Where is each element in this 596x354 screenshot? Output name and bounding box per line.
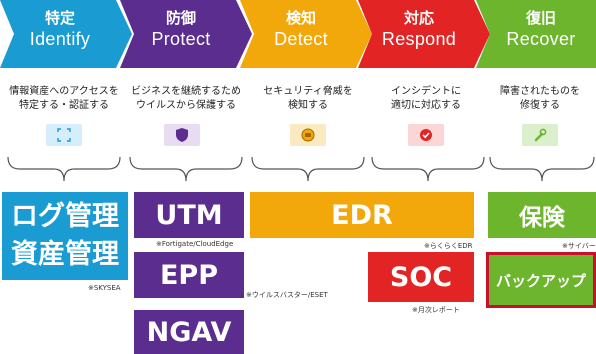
step-title-en: Identify [29, 29, 91, 49]
edr-box: EDR [250, 192, 474, 238]
chevron-shape [476, 0, 596, 68]
insurance-note: ※サイバー保険 [562, 242, 596, 250]
utm-note: ※Fortigate/CloudEdge [156, 240, 234, 248]
utm-label: UTM [155, 199, 223, 231]
step-title-jp: 復旧 [525, 9, 556, 27]
step-title-jp: 対応 [403, 9, 434, 27]
step-detect: 検知 Detect [240, 0, 372, 68]
backup-label: バックアップ [495, 271, 586, 290]
ngav-box: NGAV [134, 310, 244, 354]
chevron-shape [358, 0, 490, 68]
desc-respond: インシデントに 適切に対応する [391, 86, 461, 111]
epp-label: EPP [159, 259, 219, 291]
shield-icon [164, 124, 200, 146]
skysea-note: ※SKYSEA [88, 284, 121, 292]
log-management-label: ログ管理 [11, 201, 119, 232]
desc-protect: ビジネスを継続するため ウイルスから保護する [131, 86, 241, 111]
step-title-en: Detect [274, 29, 328, 49]
soc-label: SOC [389, 261, 453, 293]
utm-box: UTM [134, 192, 244, 238]
step-protect: 防御 Protect [120, 0, 252, 68]
alert-icon [290, 124, 326, 146]
backup-box: バックアップ [486, 252, 596, 308]
soc-box: SOC [368, 252, 474, 302]
ngav-label: NGAV [146, 316, 232, 348]
epp-note: ※ウイルスバスター/ESET [246, 291, 328, 299]
brace-respond [371, 156, 485, 182]
step-title-en: Respond [381, 29, 457, 49]
step-title-en: Protect [151, 29, 211, 49]
insurance-label: 保険 [519, 205, 565, 231]
scan-icon [46, 124, 82, 146]
brace-identify [7, 156, 121, 182]
step-title-jp: 特定 [44, 9, 75, 27]
edr-label: EDR [331, 199, 393, 231]
wrench-icon [522, 124, 558, 146]
check-icon [408, 124, 444, 146]
step-identify: 特定 Identify [0, 0, 132, 68]
step-title-en: Recover [506, 29, 576, 49]
step-title-jp: 防御 [165, 9, 196, 27]
insurance-box: 保険 [488, 192, 596, 238]
desc-detect: セキュリティ脅威を 検知する [263, 86, 353, 111]
step-respond: 対応 Respond [358, 0, 490, 68]
asset-management-label: 資産管理 [11, 239, 119, 270]
step-title-jp: 検知 [285, 9, 316, 27]
chevron-shape [0, 0, 132, 68]
edr-note: ※らくらくEDR [424, 242, 473, 250]
desc-identify: 情報資産へのアクセスを 特定する・認証する [9, 86, 119, 111]
epp-box: EPP [134, 252, 244, 298]
log-asset-management-box: ログ管理 資産管理 [2, 192, 128, 280]
soc-note: ※月次レポート [412, 306, 460, 314]
brace-detect [251, 156, 365, 182]
desc-recover: 障害されたものを 修復する [500, 86, 580, 111]
step-recover: 復旧 Recover [476, 0, 596, 68]
brace-protect [129, 156, 243, 182]
brace-recover [489, 156, 595, 182]
chevron-shape [240, 0, 372, 68]
chevron-shape [120, 0, 252, 68]
